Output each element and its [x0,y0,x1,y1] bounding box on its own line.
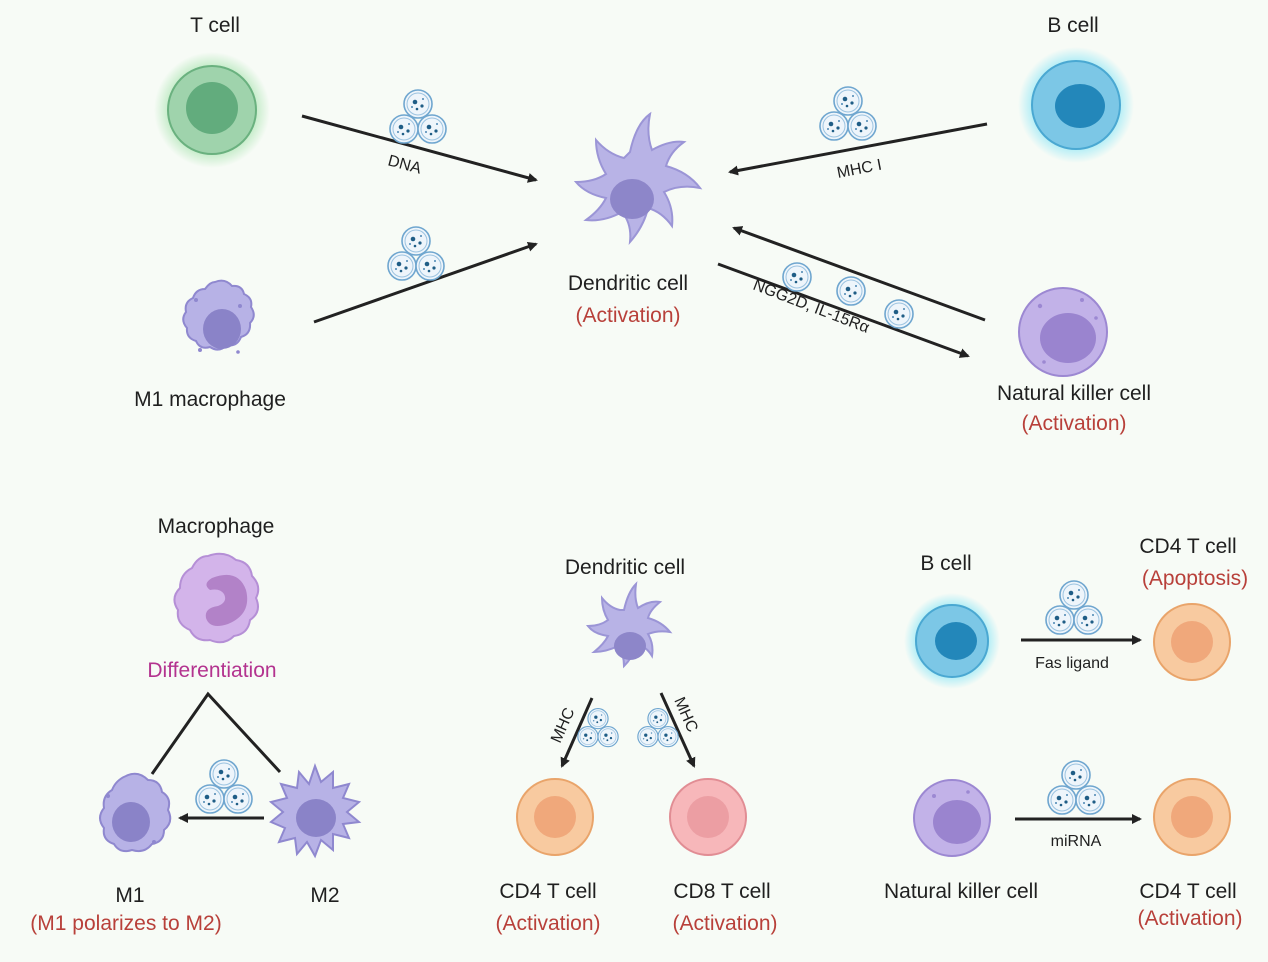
dendritic-to-cd4-arrow [560,697,594,768]
dna-edge-label: DNA [386,152,423,177]
dendritic-cell-label: Dendritic cell [568,272,688,295]
t-cell-label: T cell [190,14,240,37]
t-cell-to-dendritic-arrow [301,114,538,183]
m2-cell [268,763,362,859]
differentiation-branch-lines [150,691,282,775]
dendritic-cell-label-bottom: Dendritic cell [565,556,685,579]
cd4-t-cell-top [1153,603,1231,681]
mhc1-edge-label: MHC I [836,157,884,182]
exosome-cluster-icon [390,90,446,143]
cd4-activation-label: (Activation) [495,912,600,935]
cd8-activation-label: (Activation) [672,912,777,935]
m1-cell [99,772,172,853]
dendritic-cell [573,111,703,246]
natural-killer-cell [1018,287,1108,377]
dendritic-to-cd8-arrow [659,692,696,768]
natural-killer-cell-bottom [913,779,991,857]
differentiation-label: Differentiation [147,659,276,682]
cd8-t-cell [669,778,747,856]
cd4-label: CD4 T cell [499,880,596,903]
fas-ligand-label: Fas ligand [1035,655,1109,672]
exosome-icon [836,276,866,306]
m1-macrophage [182,279,255,354]
exosome-cluster-icon [388,227,444,280]
m1-macrophage-label: M1 macrophage [134,388,286,411]
exosome-cluster-icon [820,87,876,140]
nk-cell-label: Natural killer cell [997,382,1151,405]
exosome-cluster-icon [196,760,252,813]
exosome-cluster-icon [1048,761,1104,814]
exosome-icon [782,262,812,292]
cd8-label: CD8 T cell [673,880,770,903]
m1-label: M1 [115,884,144,907]
nk-to-dendritic-arrow [732,226,986,322]
b-cell-to-dendritic-arrow [728,122,988,176]
m1-polarizes-label: (M1 polarizes to M2) [30,912,221,935]
macrophage-label: Macrophage [158,515,275,538]
dendritic-activation-label: (Activation) [575,304,680,327]
cd4-top-label: CD4 T cell [1139,535,1236,558]
dendritic-cell-bottom [585,581,673,669]
macrophage [173,552,260,644]
cd4-t-cell [516,778,594,856]
cd4-bottom-label: CD4 T cell [1139,880,1236,903]
dendritic-to-nk-arrow [717,262,970,358]
cd4-bottom-activation-label: (Activation) [1137,907,1242,930]
t-cell [154,52,270,168]
nk-cell-label-bottom: Natural killer cell [884,880,1038,903]
nk-activation-label: (Activation) [1021,412,1126,435]
mirna-label: miRNA [1051,833,1102,850]
b-cell-label: B cell [1047,14,1098,37]
exosome-cluster-icon [1046,581,1102,634]
m2-label: M2 [310,884,339,907]
exosome-icon [884,299,914,329]
b-cell-bottom [904,593,1000,689]
macrophage-to-dendritic-arrow [313,241,538,324]
cd4-t-cell-bottom [1153,778,1231,856]
b-cell [1018,47,1134,163]
cd4-apoptosis-label: (Apoptosis) [1142,567,1248,590]
b-cell-label-bottom: B cell [920,552,971,575]
